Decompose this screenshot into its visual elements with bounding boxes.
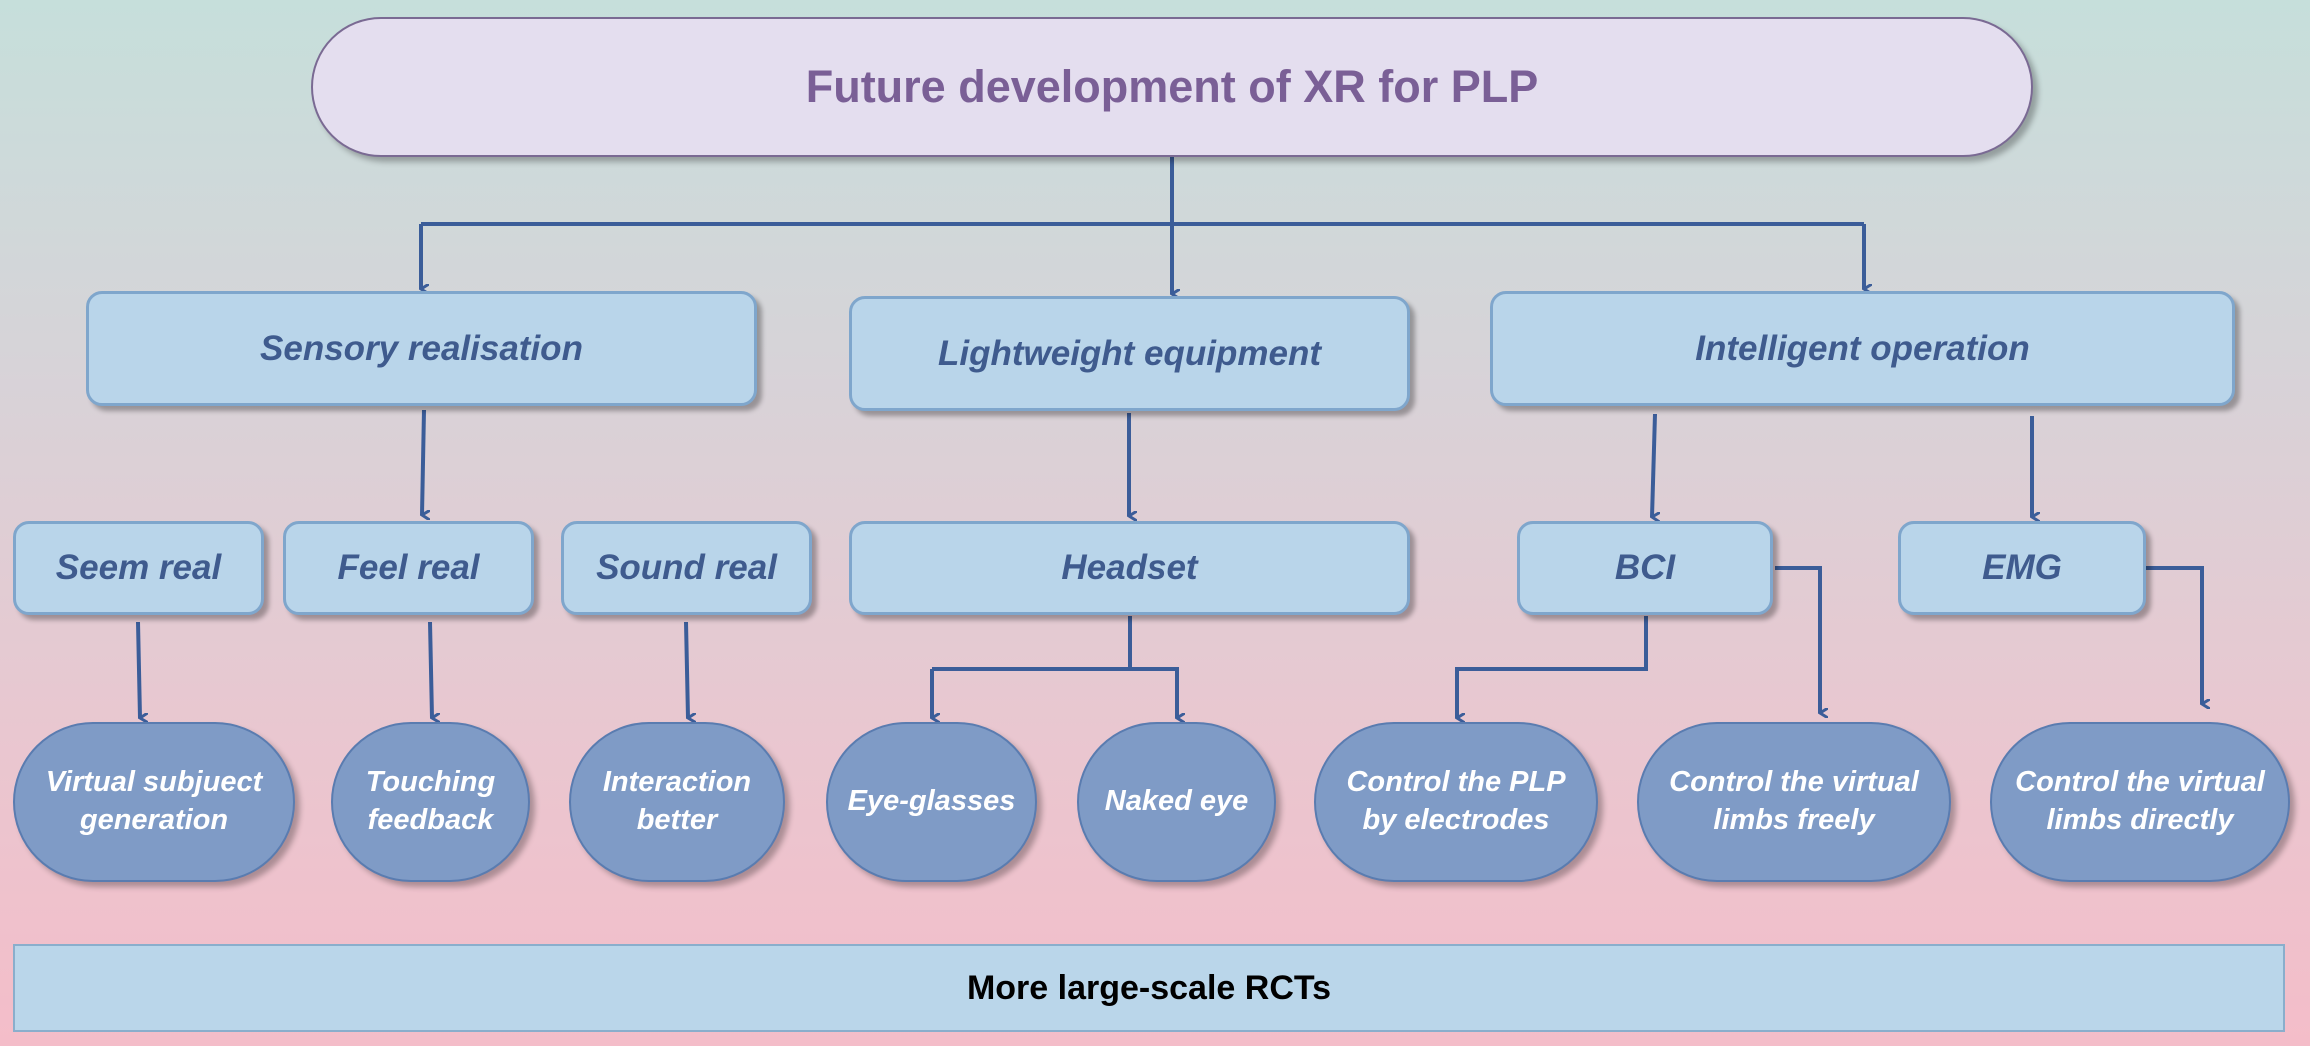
outcome-text: Naked eye — [1105, 783, 1249, 821]
arrow-to-naked-eye — [1130, 667, 1177, 718]
category-sensory-realisation: Sensory realisation — [86, 291, 757, 406]
outcome-line-2: by electrodes — [1362, 804, 1550, 836]
outcome-interaction-better: Interaction better — [569, 722, 785, 882]
arrow-to-interaction-better — [684, 621, 688, 718]
outcome-naked-eye: Naked eye — [1077, 722, 1276, 882]
arrow-to-control-directly — [2146, 566, 2202, 704]
outcome-control-virtual-limbs-freely: Control the virtual limbs freely — [1637, 722, 1951, 882]
outcome-text: Touching feedback — [366, 764, 495, 839]
outcome-touching-feedback: Touching feedback — [331, 722, 530, 882]
arrow-to-virtual-subject — [136, 621, 140, 718]
outcome-control-plp-by-electrodes: Control the PLP by electrodes — [1314, 722, 1598, 882]
outcome-text: Virtual subjuect generation — [46, 764, 262, 839]
outcome-text: Interaction better — [603, 764, 751, 839]
outcome-text: Control the virtual limbs freely — [1669, 764, 1919, 839]
arrow-to-control-plp — [1455, 616, 1648, 718]
outcome-line-2: better — [636, 804, 718, 836]
outcome-virtual-subject-generation: Virtual subjuect generation — [13, 722, 295, 882]
outcome-line-1: Virtual subjuect — [45, 766, 263, 799]
outcome-line-1: Touching — [365, 766, 496, 799]
subcategory-feel-real: Feel real — [283, 521, 534, 615]
outcome-line-1: Control the virtual — [2015, 766, 2265, 799]
subcategory-sound-real: Sound real — [561, 521, 812, 615]
outcome-line-2: limbs freely — [1713, 804, 1875, 836]
outcome-line-1: Eye-glasses — [847, 785, 1016, 818]
arrow-to-control-freely — [1775, 566, 1820, 713]
arrow-to-touching-feedback — [428, 621, 432, 718]
diagram-title: Future development of XR for PLP — [311, 17, 2033, 157]
subcategory-bci: BCI — [1517, 521, 1773, 615]
outcome-line-2: feedback — [367, 804, 494, 836]
outcome-text: Eye-glasses — [848, 783, 1016, 821]
outcome-line-1: Interaction — [602, 766, 752, 799]
subcategory-seem-real: Seem real — [13, 521, 264, 615]
outcome-control-virtual-limbs-directly: Control the virtual limbs directly — [1990, 722, 2290, 882]
arrow-to-feel-real — [422, 409, 424, 515]
footer-banner: More large-scale RCTs — [13, 944, 2285, 1032]
category-intelligent-operation: Intelligent operation — [1490, 291, 2235, 406]
subcategory-headset: Headset — [849, 521, 1410, 615]
outcome-line-2: generation — [79, 804, 229, 836]
arrow-to-bci — [1652, 413, 1655, 517]
connector-headset-split — [932, 616, 1132, 671]
outcome-line-1: Control the virtual — [1669, 766, 1919, 799]
outcome-eye-glasses: Eye-glasses — [826, 722, 1037, 882]
outcome-line-2: limbs directly — [2046, 804, 2234, 836]
outcome-text: Control the virtual limbs directly — [2015, 764, 2265, 839]
subcategory-emg: EMG — [1898, 521, 2146, 615]
outcome-text: Control the PLP by electrodes — [1346, 764, 1565, 839]
outcome-line-1: Control the PLP — [1346, 766, 1566, 799]
category-lightweight-equipment: Lightweight equipment — [849, 296, 1410, 411]
outcome-line-1: Naked eye — [1104, 785, 1249, 818]
